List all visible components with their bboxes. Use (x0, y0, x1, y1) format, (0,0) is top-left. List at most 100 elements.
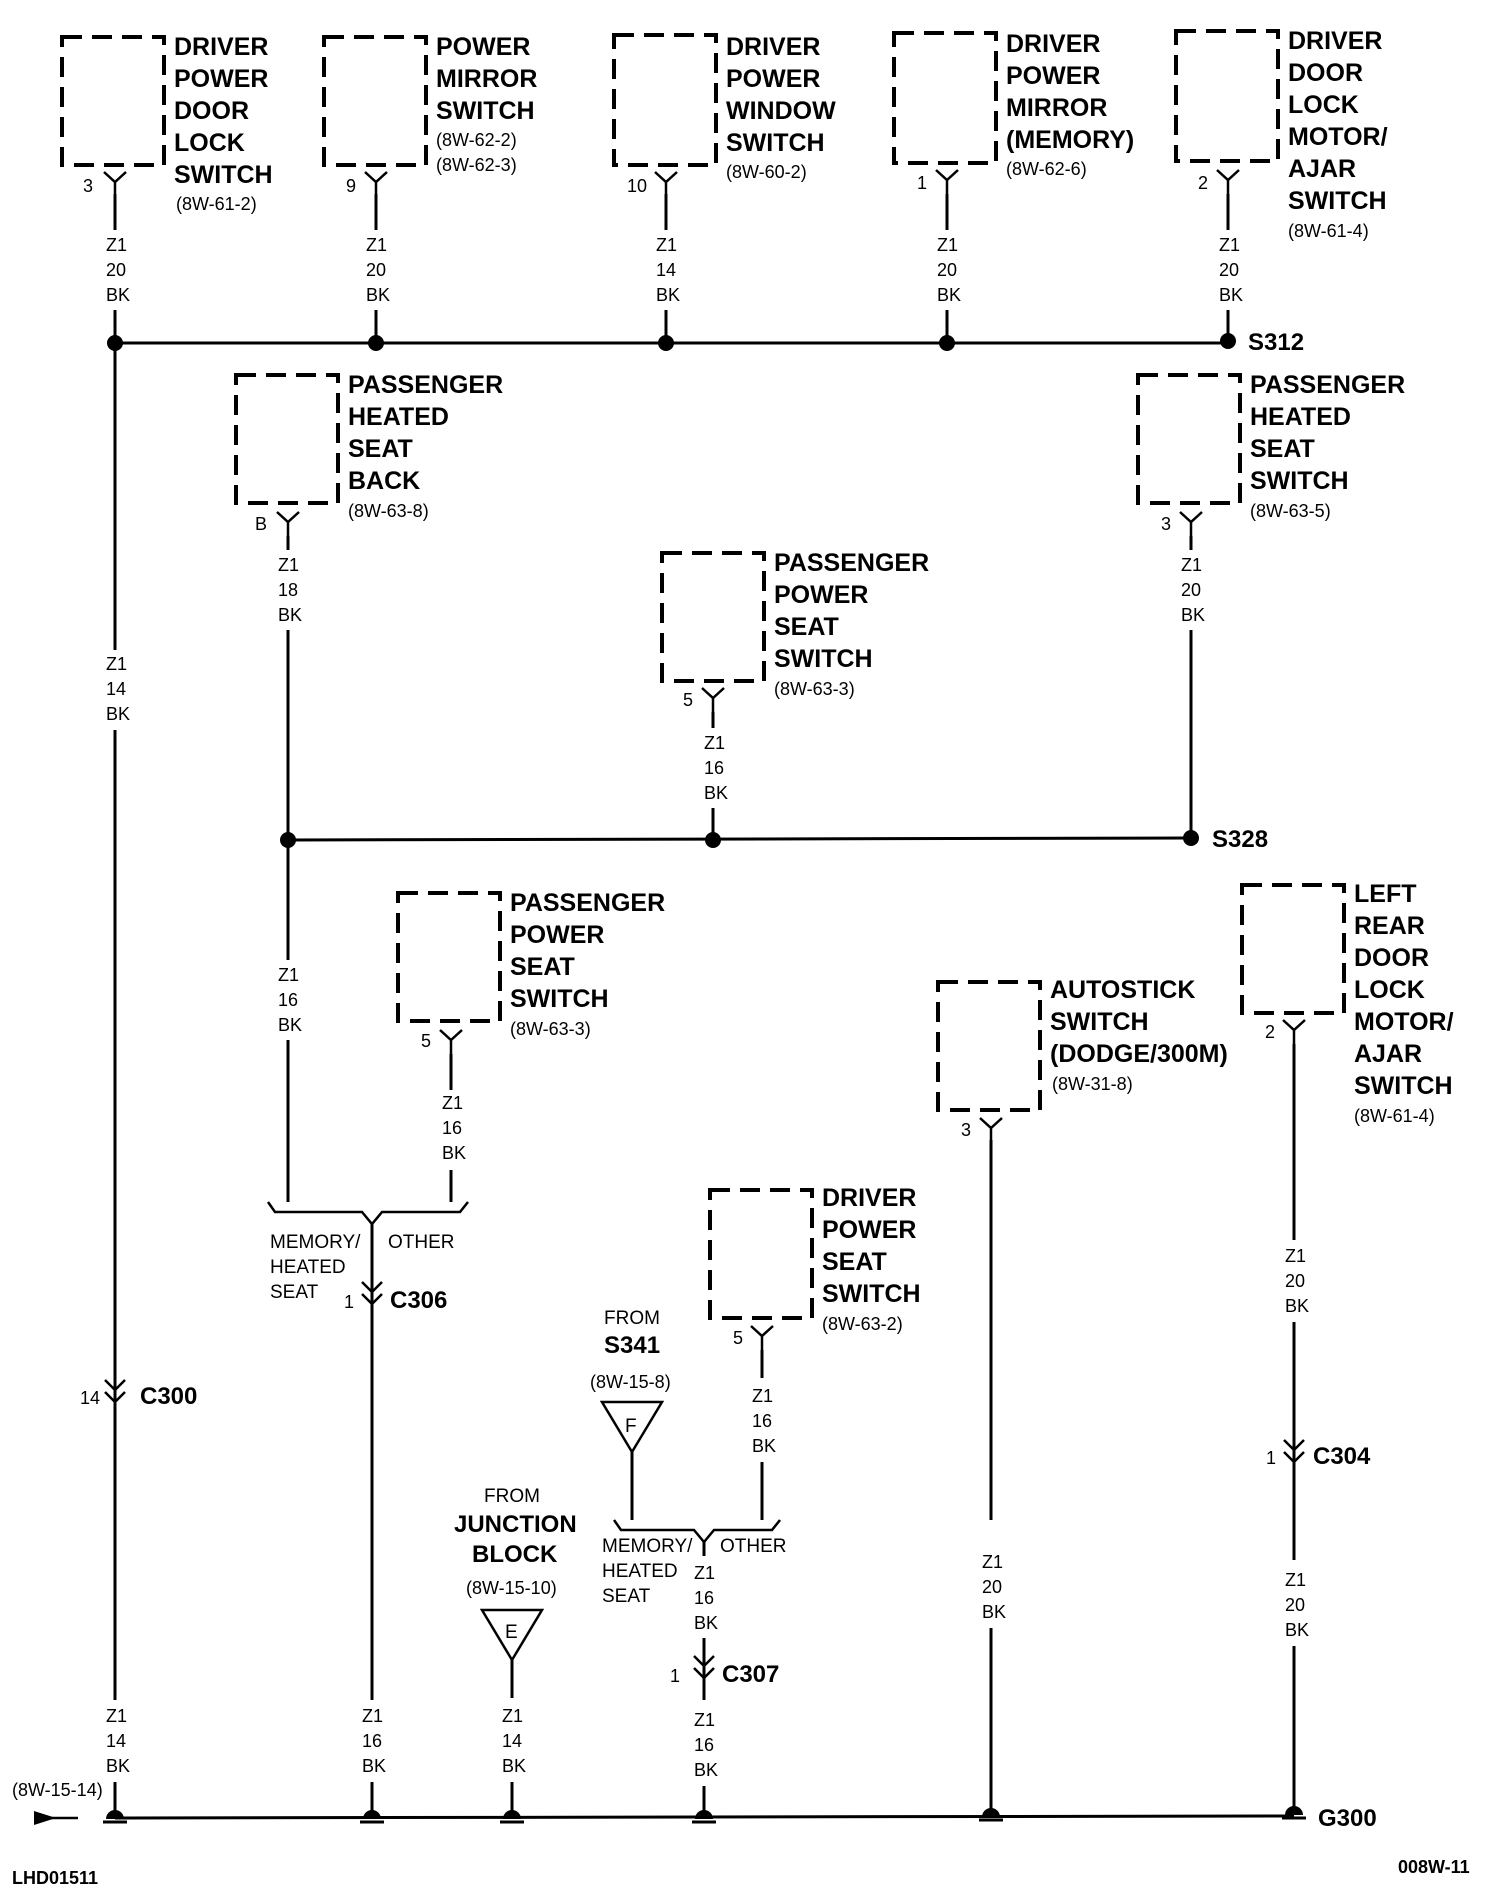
driver-power-mirror-memory: DRIVER POWER MIRROR (MEMORY) (8W-62-6) 1… (892, 30, 1134, 305)
svg-text:BK: BK (278, 605, 302, 625)
svg-text:PASSENGER: PASSENGER (510, 889, 665, 917)
svg-text:9: 9 (346, 176, 356, 196)
svg-text:MIRROR: MIRROR (436, 65, 537, 93)
svg-text:SWITCH: SWITCH (774, 645, 873, 673)
svg-text:AUTOSTICK: AUTOSTICK (1050, 976, 1195, 1004)
svg-text:16: 16 (278, 990, 298, 1010)
svg-text:BLOCK: BLOCK (472, 1541, 558, 1568)
svg-text:16: 16 (442, 1118, 462, 1138)
svg-text:(8W-62-3): (8W-62-3) (436, 155, 517, 175)
svg-text:14: 14 (502, 1731, 522, 1751)
svg-text:(8W-61-4): (8W-61-4) (1288, 221, 1369, 241)
svg-text:OTHER: OTHER (388, 1232, 455, 1253)
svg-text:Z1: Z1 (1219, 235, 1240, 255)
svg-text:SEAT: SEAT (510, 953, 575, 981)
passenger-heated-seat-back: PASSENGER HEATED SEAT BACK (8W-63-8) B Z… (234, 371, 503, 625)
svg-text:SWITCH: SWITCH (510, 985, 609, 1013)
svg-text:16: 16 (694, 1588, 714, 1608)
main-feed-wire-label: Z1 14 BK (106, 654, 130, 724)
svg-text:MOTOR/: MOTOR/ (1288, 123, 1388, 151)
svg-text:SWITCH: SWITCH (1354, 1072, 1453, 1100)
svg-text:SWITCH: SWITCH (726, 129, 825, 157)
svg-text:BK: BK (1285, 1620, 1309, 1640)
svg-text:BK: BK (694, 1613, 718, 1633)
ground-point-4 (692, 1810, 716, 1824)
svg-text:5: 5 (421, 1031, 431, 1051)
svg-text:BK: BK (1219, 285, 1243, 305)
svg-text:BK: BK (278, 1015, 302, 1035)
svg-text:Z1: Z1 (694, 1563, 715, 1583)
svg-text:18: 18 (278, 580, 298, 600)
ground-point-5 (979, 1808, 1003, 1822)
svg-text:LEFT: LEFT (1354, 880, 1417, 908)
svg-text:Z1: Z1 (278, 555, 299, 575)
svg-text:20: 20 (366, 260, 386, 280)
autostick-switch: AUTOSTICK SWITCH (DODGE/300M) (8W-31-8) … (936, 976, 1228, 1812)
connector-c304: C304 (1313, 1443, 1371, 1470)
ground-bus: (8W-15-14) G300 (12, 1780, 1377, 1832)
svg-text:1: 1 (344, 1292, 354, 1312)
svg-text:16: 16 (752, 1411, 772, 1431)
svg-text:(8W-15-14): (8W-15-14) (12, 1780, 103, 1800)
svg-text:WINDOW: WINDOW (726, 97, 836, 125)
svg-text:(8W-62-2): (8W-62-2) (436, 130, 517, 150)
svg-text:5: 5 (733, 1328, 743, 1348)
svg-text:20: 20 (937, 260, 957, 280)
svg-text:SEAT: SEAT (602, 1586, 651, 1607)
svg-text:16: 16 (704, 758, 724, 778)
ground-point-1 (103, 1810, 127, 1824)
left-rear-door-lock-motor-ajar-switch: LEFT REAR DOOR LOCK MOTOR/ AJAR SWITCH (… (1240, 880, 1454, 1808)
svg-text:LOCK: LOCK (174, 129, 245, 157)
splice-s328-bus: S328 (280, 536, 1268, 853)
splice-s328: S328 (1212, 826, 1268, 853)
svg-text:20: 20 (982, 1577, 1002, 1597)
svg-text:Z1: Z1 (106, 1706, 127, 1726)
svg-text:HEATED: HEATED (348, 403, 449, 431)
connector-c300: C300 (140, 1383, 197, 1410)
power-mirror-switch: POWER MIRROR SWITCH (8W-62-2) (8W-62-3) … (322, 33, 537, 305)
svg-text:2: 2 (1198, 173, 1208, 193)
svg-text:16: 16 (362, 1731, 382, 1751)
svg-text:Z1: Z1 (937, 235, 958, 255)
svg-text:1: 1 (670, 1666, 680, 1686)
svg-text:DOOR: DOOR (1288, 59, 1363, 87)
svg-text:BK: BK (694, 1760, 718, 1780)
svg-text:(8W-63-2): (8W-63-2) (822, 1314, 903, 1334)
svg-text:14: 14 (106, 679, 126, 699)
svg-text:POWER: POWER (174, 65, 268, 93)
driver-power-seat-switch: DRIVER POWER SEAT SWITCH (8W-63-2) 5 Z1 … (708, 1184, 921, 1520)
svg-text:MEMORY/: MEMORY/ (602, 1536, 693, 1557)
svg-text:AJAR: AJAR (1288, 155, 1356, 183)
svg-text:SWITCH: SWITCH (436, 97, 535, 125)
svg-text:20: 20 (1181, 580, 1201, 600)
connector-c307: C307 (722, 1661, 779, 1688)
svg-text:(8W-31-8): (8W-31-8) (1052, 1074, 1133, 1094)
ground-point-3 (500, 1810, 524, 1824)
svg-text:MIRROR: MIRROR (1006, 94, 1107, 122)
svg-text:SWITCH: SWITCH (822, 1280, 921, 1308)
svg-text:(DODGE/300M): (DODGE/300M) (1050, 1040, 1228, 1068)
svg-text:(8W-15-10): (8W-15-10) (466, 1578, 557, 1598)
passenger-heated-seat-switch: PASSENGER HEATED SEAT SWITCH (8W-63-5) 3… (1136, 371, 1405, 625)
ground-point-2 (360, 1810, 384, 1824)
svg-text:BK: BK (752, 1436, 776, 1456)
svg-text:14: 14 (106, 1731, 126, 1751)
svg-text:(8W-62-6): (8W-62-6) (1006, 159, 1087, 179)
diagram-code-right: 008W-11 (1398, 1857, 1470, 1877)
svg-text:Z1: Z1 (1181, 555, 1202, 575)
passenger-power-seat-switch-upper: PASSENGER POWER SEAT SWITCH (8W-63-3) 5 … (660, 549, 929, 803)
svg-text:PASSENGER: PASSENGER (774, 549, 929, 577)
svg-text:DRIVER: DRIVER (726, 33, 820, 61)
svg-text:DRIVER: DRIVER (1288, 27, 1382, 55)
svg-text:JUNCTION: JUNCTION (454, 1511, 577, 1538)
svg-text:BK: BK (442, 1143, 466, 1163)
svg-text:BK: BK (1181, 605, 1205, 625)
svg-text:(MEMORY): (MEMORY) (1006, 126, 1134, 154)
svg-text:SWITCH: SWITCH (1250, 467, 1349, 495)
svg-text:E: E (505, 1622, 518, 1643)
svg-text:(8W-63-3): (8W-63-3) (774, 679, 855, 699)
svg-text:BK: BK (656, 285, 680, 305)
svg-text:PASSENGER: PASSENGER (348, 371, 503, 399)
svg-text:BK: BK (106, 1756, 130, 1776)
source-s341: FROM S341 (8W-15-8) F (590, 1308, 671, 1520)
